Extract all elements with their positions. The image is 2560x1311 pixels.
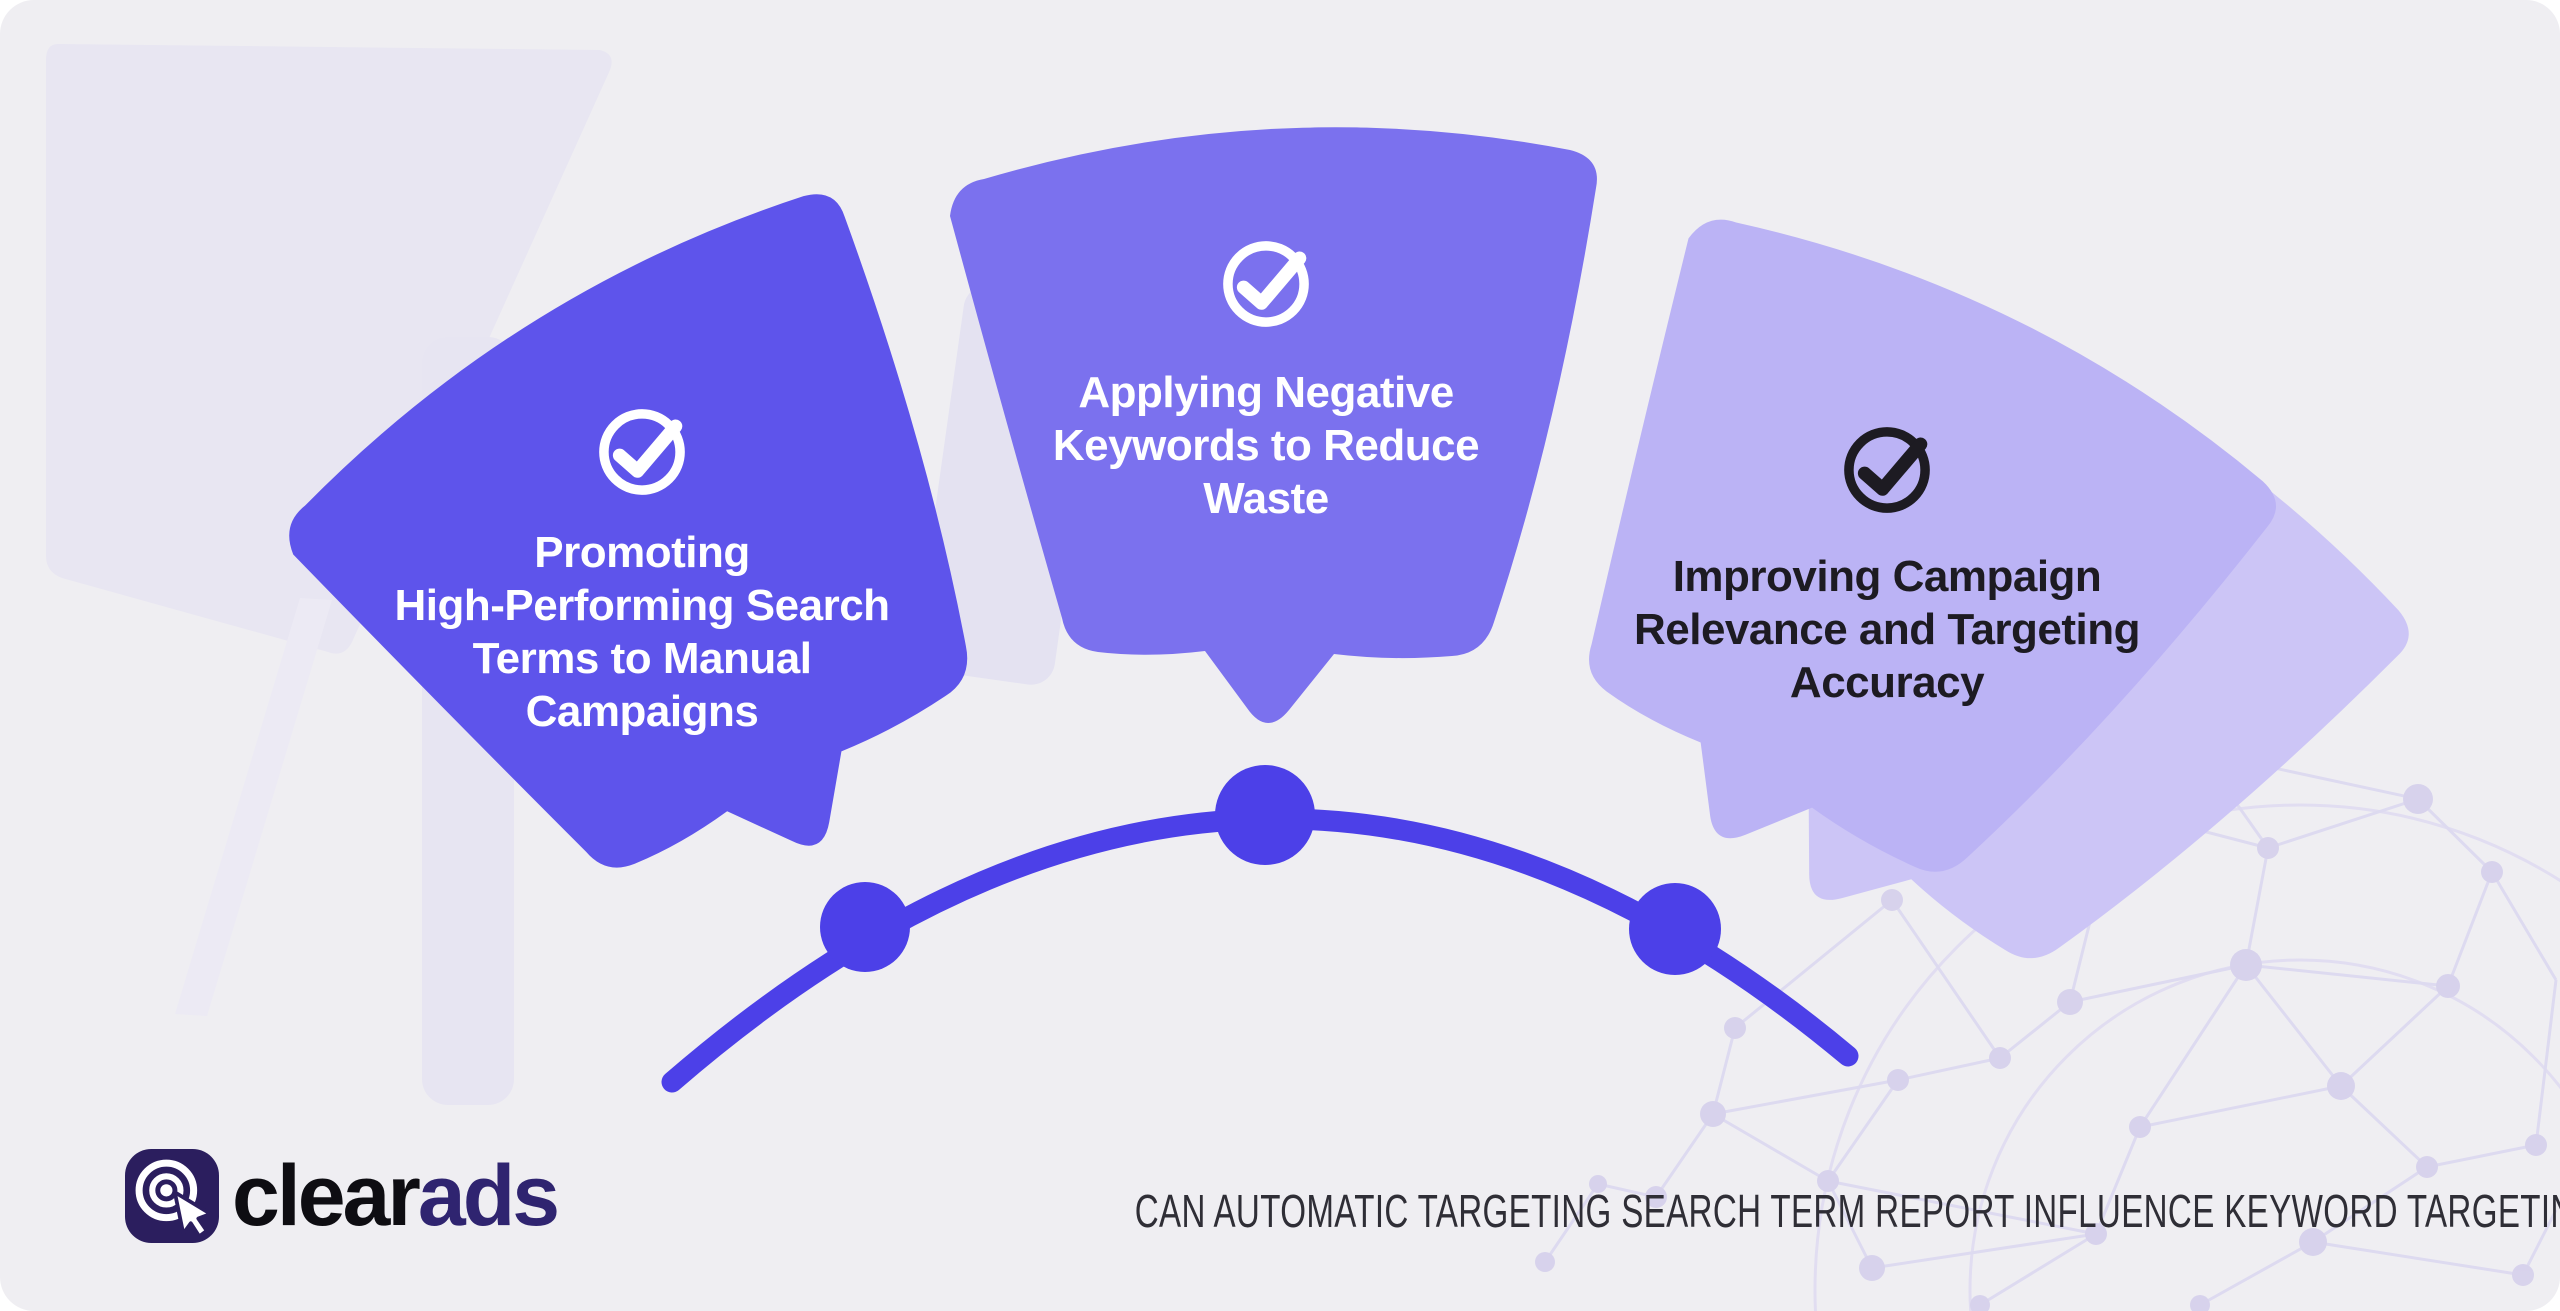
bg-streak — [175, 598, 332, 1016]
card-1-content: Promoting High-Performing Search Terms t… — [312, 396, 972, 738]
caption-text: CAN AUTOMATIC TARGETING SEARCH TERM REPO… — [1134, 1185, 2560, 1237]
caption: CAN AUTOMATIC TARGETING SEARCH TERM REPO… — [846, 1184, 2560, 1238]
logo-text-ads: ads — [417, 1148, 560, 1244]
logo-text: clearads — [232, 1148, 560, 1244]
brand-logo: clearads — [125, 1148, 560, 1244]
timeline-dot-1 — [820, 882, 910, 972]
check-circle-icon — [1223, 241, 1309, 327]
timeline-dot-2 — [1215, 765, 1315, 865]
card-3-title: Improving Campaign Relevance and Targeti… — [1633, 552, 2141, 707]
bg-wedge — [46, 44, 612, 654]
logo-text-clear: clear — [232, 1148, 421, 1244]
card-1-title: Promoting High-Performing Search Terms t… — [394, 528, 890, 736]
card-2-title: Applying Negative Keywords to Reduce Was… — [1052, 368, 1480, 523]
check-circle-icon — [1844, 427, 1930, 513]
timeline-dot-3 — [1629, 883, 1721, 975]
target-cursor-icon — [125, 1149, 219, 1243]
card-3-content: Improving Campaign Relevance and Targeti… — [1557, 414, 2217, 709]
card-2-content: Applying Negative Keywords to Reduce Was… — [936, 228, 1596, 525]
check-circle-icon — [599, 409, 685, 495]
